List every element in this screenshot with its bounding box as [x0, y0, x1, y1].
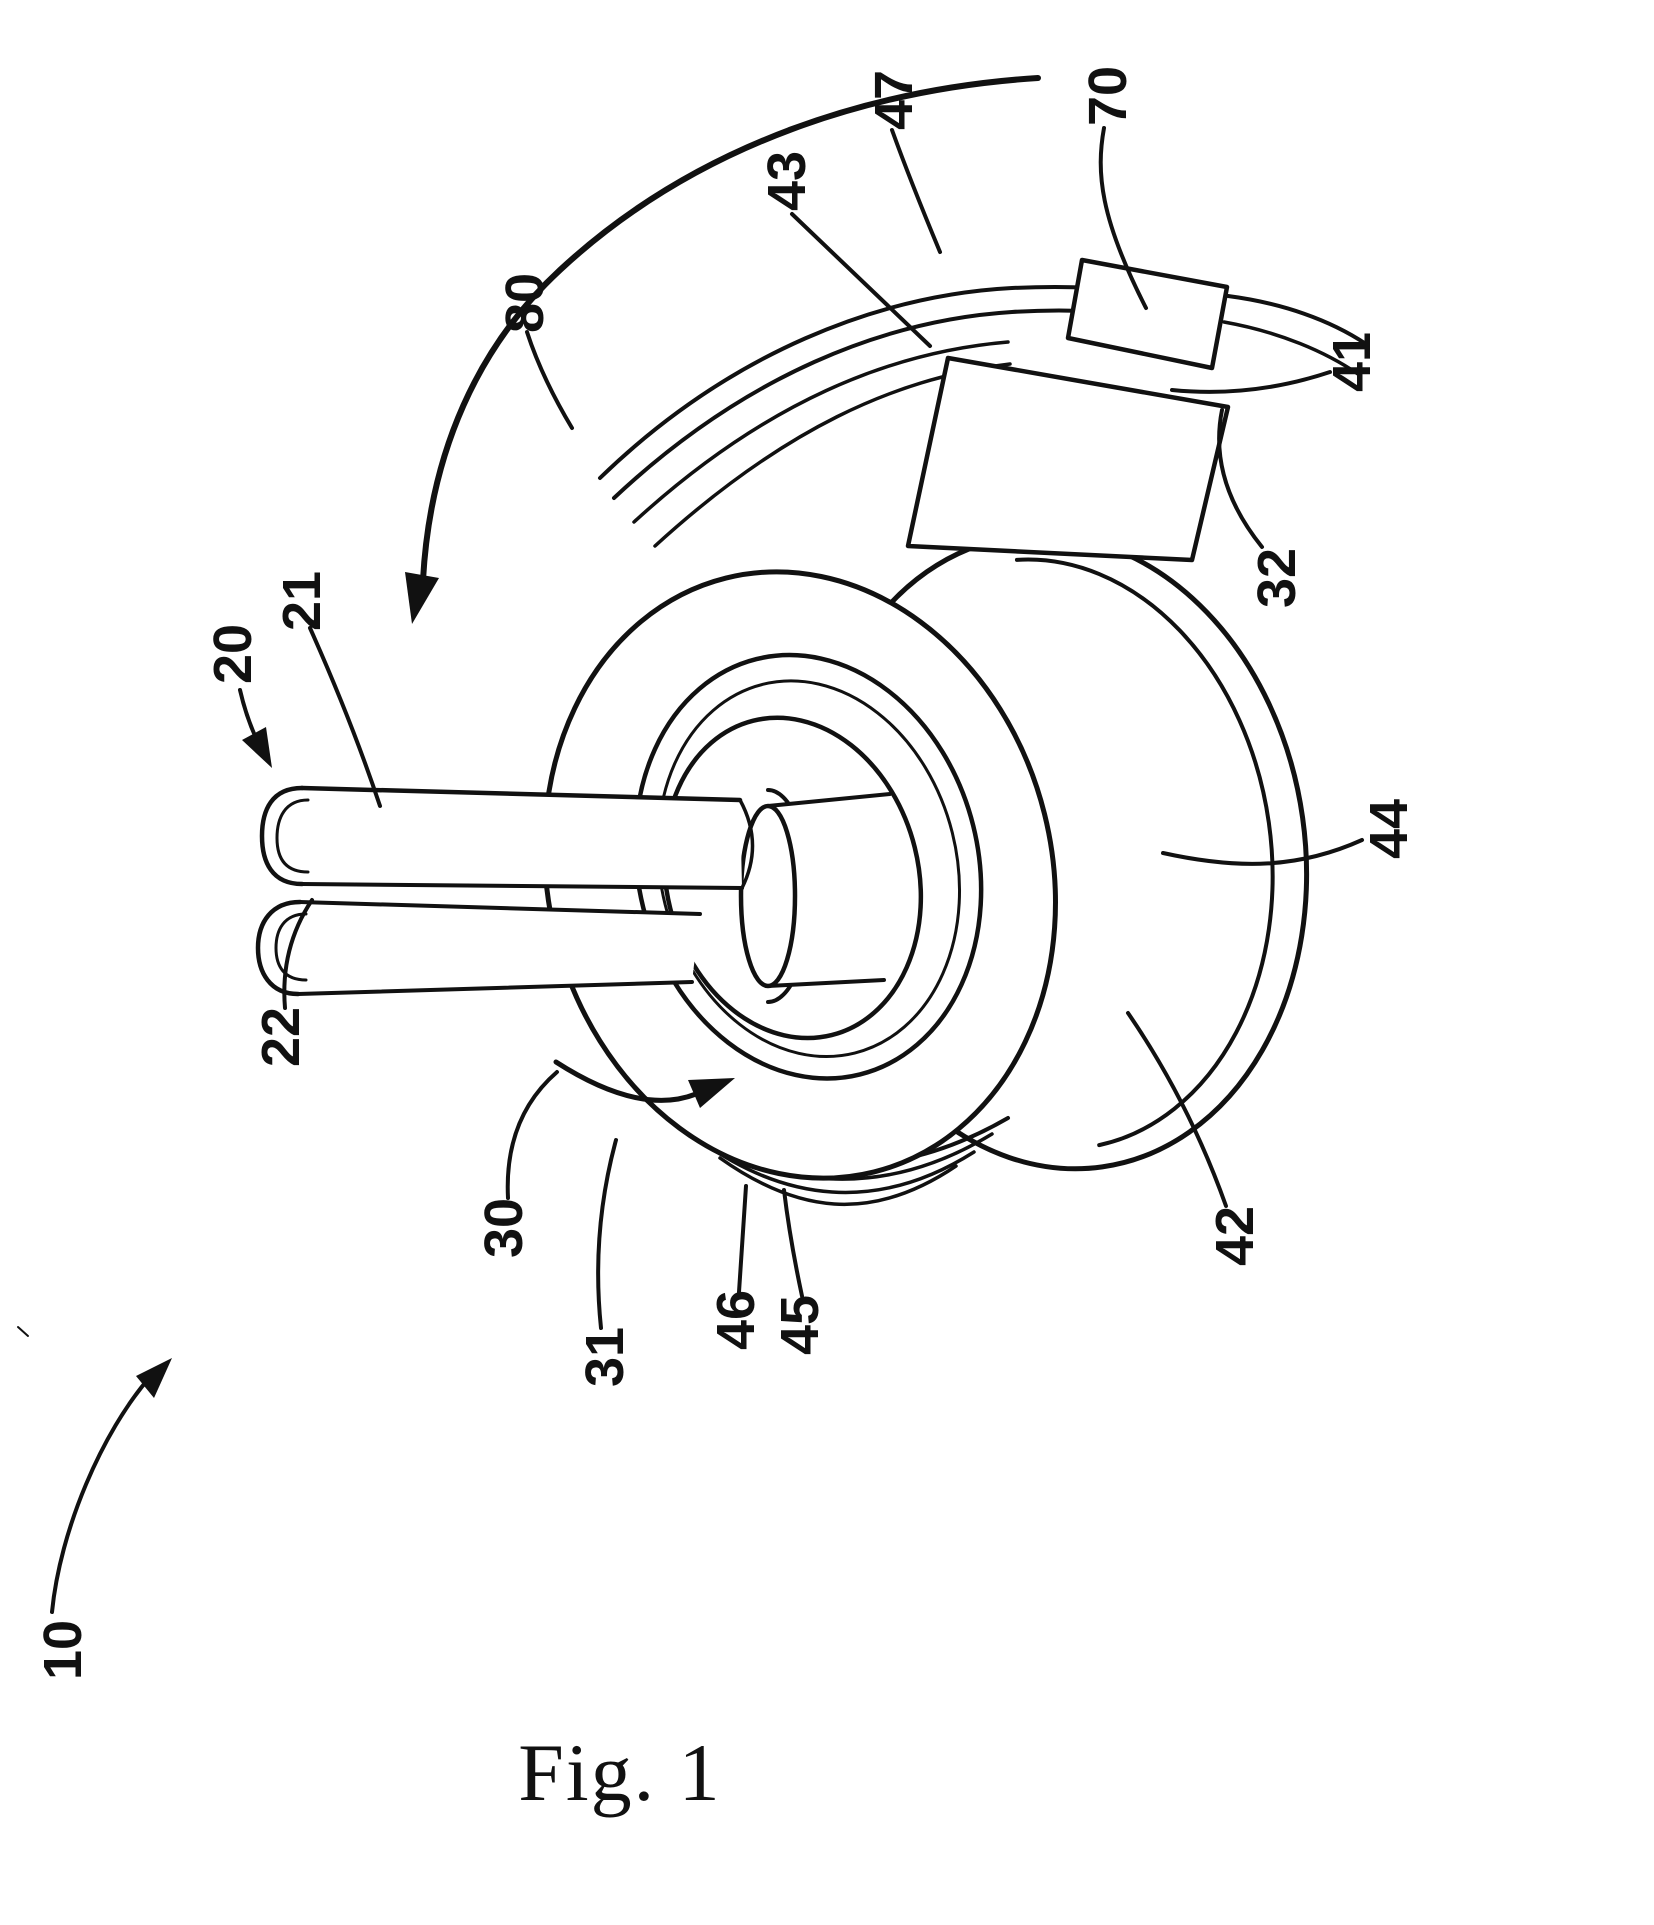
ref-label-43: 43: [757, 151, 817, 211]
ref-label-20: 20: [203, 624, 263, 684]
sleeve-body-fill: [768, 794, 890, 986]
ref-label-31: 31: [575, 1327, 635, 1387]
ref-label-22: 22: [251, 1007, 311, 1067]
catheter-tube-body: [262, 788, 742, 888]
print-speck: [17, 1326, 29, 1337]
catheter-tube-end-arc: [738, 798, 755, 890]
leader-47: [890, 128, 942, 254]
leader-45: [782, 1188, 804, 1298]
collar-rotation-arrow-shaft: [553, 1059, 699, 1103]
upper-band-arc: [632, 340, 1010, 524]
leader-31: [596, 1138, 618, 1330]
lower-lumen-body: [258, 902, 700, 994]
leader-42: [1126, 1011, 1228, 1208]
sleeve-top-edge: [766, 792, 892, 808]
leader-10: [50, 1375, 152, 1614]
ref-label-80: 80: [495, 273, 555, 333]
clamp-block-large: [905, 355, 1231, 563]
ref-label-42: 42: [1205, 1206, 1265, 1266]
ref-label-44: 44: [1359, 799, 1419, 859]
collar-face-ring-inner: [656, 679, 962, 1059]
ref-label-70: 70: [1078, 66, 1138, 126]
lower-lumen-top-edge: [298, 900, 702, 916]
lower-lumen-tip-opening: [274, 912, 308, 982]
collar-rotation-arrow-head-icon: [688, 1078, 735, 1108]
upper-band-arc: [1226, 294, 1368, 346]
leader-21: [308, 626, 382, 808]
leader-43: [790, 212, 932, 348]
lower-lumen-tip-cap: [255, 899, 303, 997]
ref-label-30: 30: [474, 1198, 534, 1258]
leader-80: [525, 330, 574, 430]
ref-label-21: 21: [272, 571, 332, 631]
figure-caption: Fig. 1: [518, 1727, 721, 1818]
leader-32: [1217, 408, 1264, 549]
leader-20-arrowhead-icon: [242, 727, 272, 768]
upper-band-arc: [1222, 320, 1360, 376]
leader-10-arrowhead-icon: [136, 1358, 172, 1398]
catheter-tube-tip-cap: [259, 785, 305, 887]
ref-label-41: 41: [1322, 332, 1382, 392]
seal-ring-arc: [718, 1156, 958, 1207]
ref-label-32: 32: [1247, 548, 1307, 608]
rotation-arrow-80-shaft: [420, 75, 1041, 583]
lower-lumen-bottom-edge: [296, 980, 694, 996]
leader-22: [282, 898, 314, 1010]
cup-housing-inner-wall: [1014, 557, 1275, 1148]
leader-70: [1098, 126, 1148, 310]
collar-face-ring: [633, 652, 984, 1081]
sleeve-front-rim: [738, 803, 798, 989]
leader-46: [737, 1184, 748, 1294]
sleeve-bottom-edge: [766, 978, 886, 988]
leader-44: [1161, 838, 1364, 866]
clamp-block-small: [1065, 257, 1230, 371]
ref-label-45: 45: [770, 1295, 830, 1355]
ref-label-47: 47: [864, 70, 924, 130]
rotation-arrow-80-head-icon: [405, 572, 439, 624]
ref-label-10: 10: [33, 1620, 93, 1680]
leader-20: [238, 688, 258, 740]
leader-30: [505, 1070, 559, 1200]
catheter-tube-bottom-edge: [300, 882, 744, 890]
ref-label-46: 46: [706, 1290, 766, 1350]
catheter-tube-tip-lumen: [275, 798, 310, 874]
leader-41: [1170, 370, 1332, 394]
